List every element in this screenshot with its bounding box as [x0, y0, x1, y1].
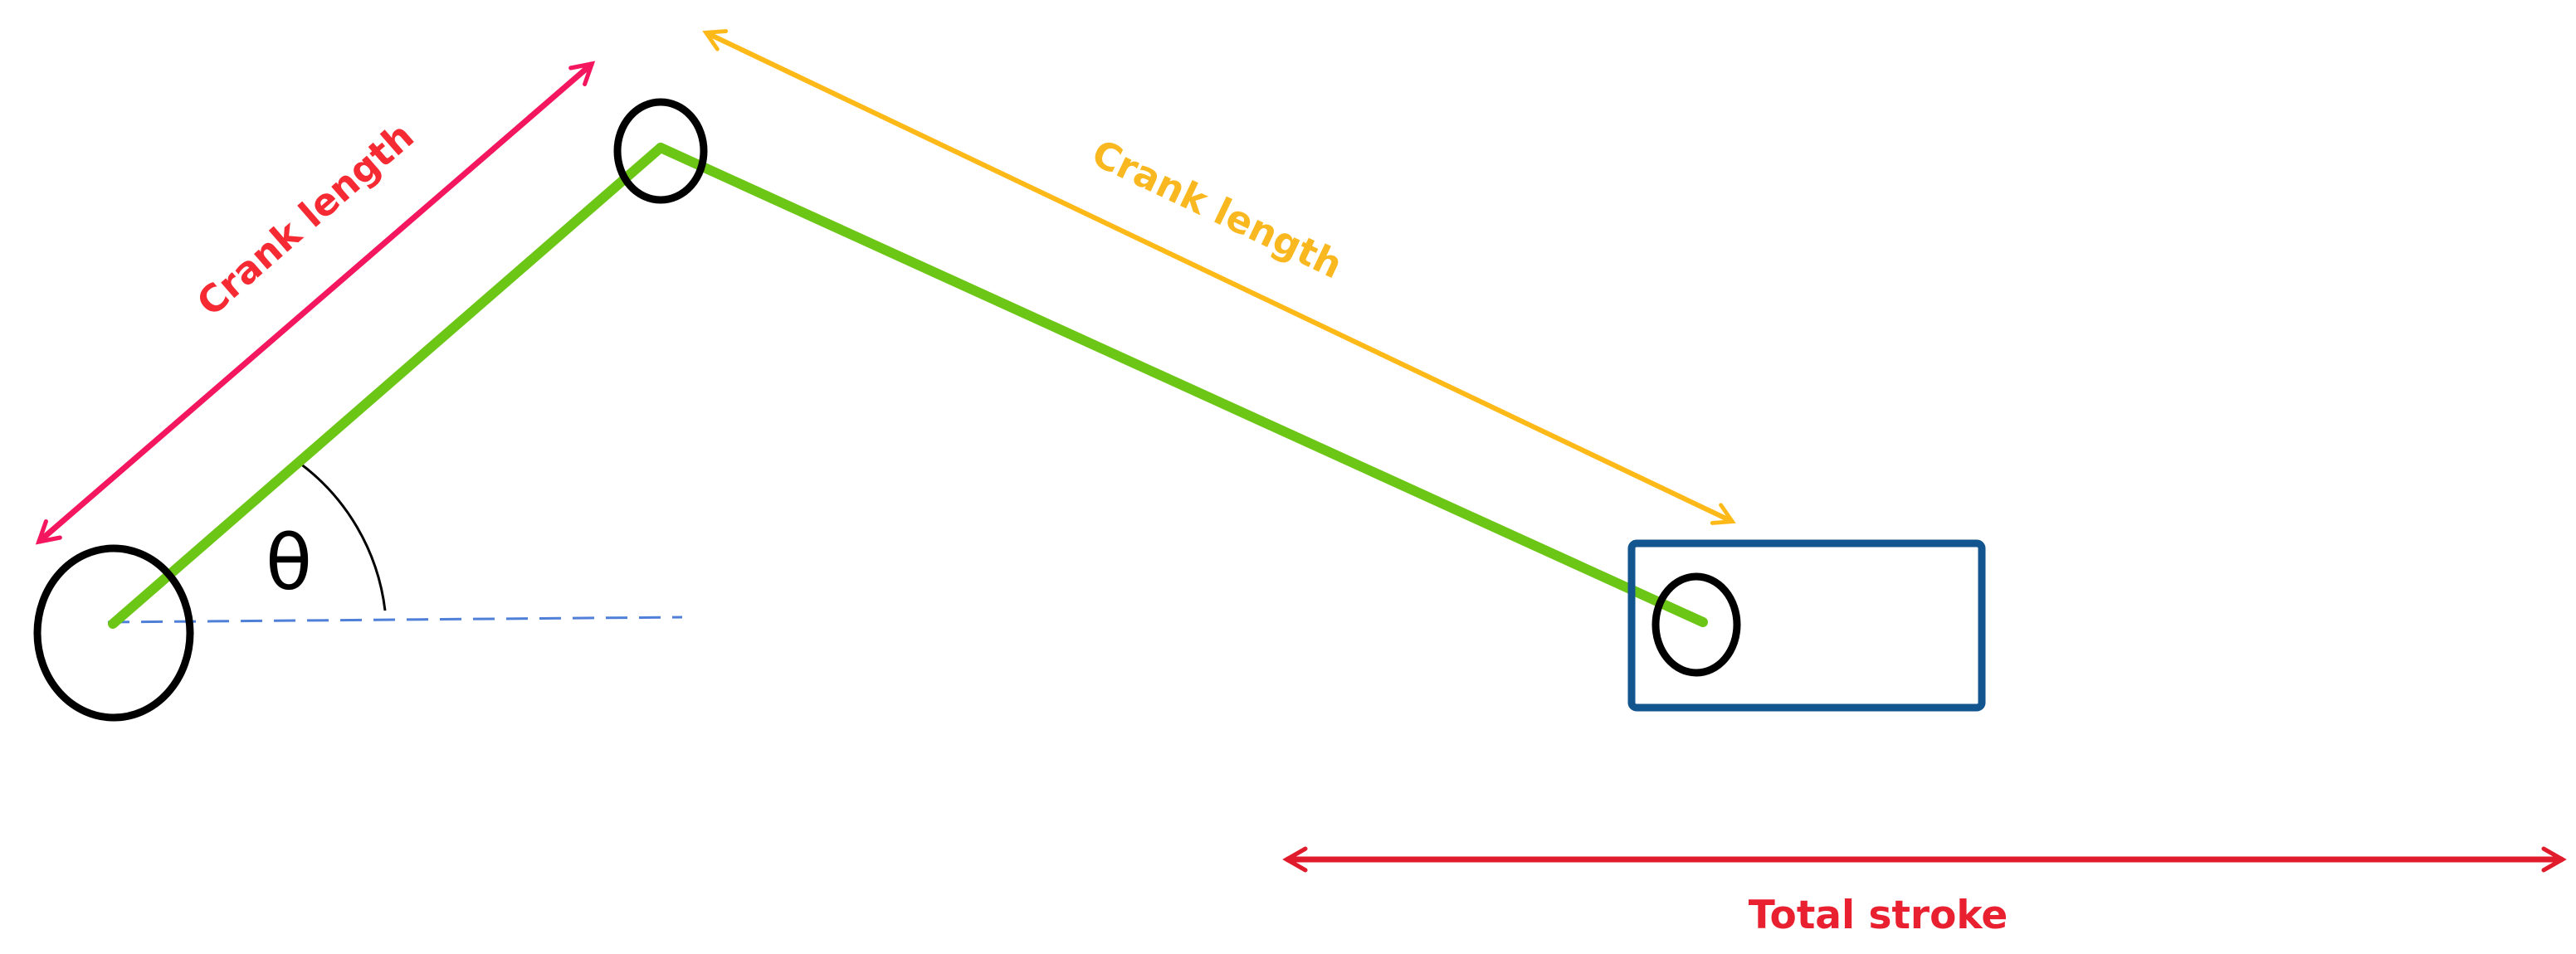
connecting-rod	[656, 143, 1708, 627]
angle-theta-label: θ	[266, 518, 312, 607]
horizontal-reference-line	[107, 616, 683, 624]
crank-length-arrow	[35, 61, 596, 545]
crank-arm	[108, 143, 666, 629]
crank-length-label-right: Crank length	[1086, 131, 1349, 288]
crank-pivot-joint	[33, 544, 194, 722]
rod-length-arrow	[702, 29, 1736, 525]
crank-length-label-left: Crank length	[188, 114, 422, 325]
total-stroke-label: Total stroke	[1749, 893, 2008, 938]
slider-block	[1627, 539, 1986, 712]
piston-pin-joint	[1651, 572, 1741, 677]
